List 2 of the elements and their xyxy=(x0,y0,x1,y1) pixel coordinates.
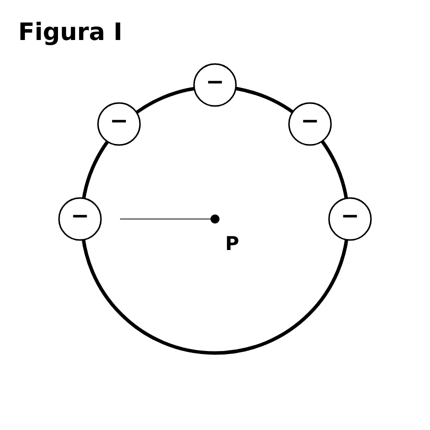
title: Figura I xyxy=(20,22,120,46)
point-label: P xyxy=(226,236,238,250)
